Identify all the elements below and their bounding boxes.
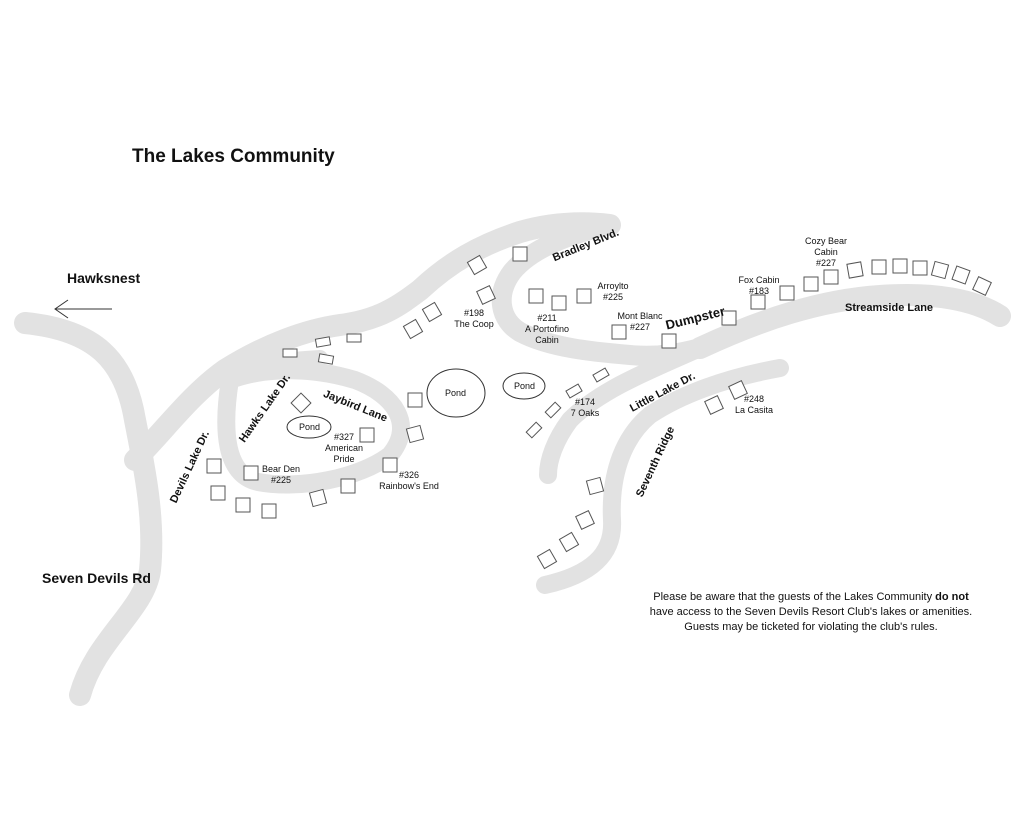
cabin-rainbows-end: #326 Rainbow's End (376, 470, 442, 492)
cabin-la-casita-number: #248 (743, 394, 765, 404)
pond-right (502, 372, 546, 400)
cabin-a-portofino: #211 A Portofino Cabin (515, 313, 579, 346)
cabin-the-coop-name: The Coop (454, 319, 494, 329)
guest-notice-emphasis: do not (935, 591, 969, 603)
hawksnest-arrowhead (54, 299, 69, 319)
cabin-seven-oaks-name: 7 Oaks (570, 408, 600, 418)
cabin-mont-blanc-name: Mont Blanc (617, 311, 663, 321)
cabin-a-portofino-number: #211 (537, 313, 557, 323)
cabin-a-portofino-name: A Portofino (524, 324, 570, 334)
guest-notice: Please be aware that the guests of the L… (626, 590, 996, 635)
cabin-la-casita: #248 La Casita (730, 394, 778, 416)
cabin-la-casita-name: La Casita (734, 405, 774, 415)
pond-main (426, 368, 486, 418)
jaybird-lane-loop (217, 361, 410, 494)
bradley-blvd-road (491, 215, 710, 366)
devils-lake-drive (124, 212, 621, 471)
little-lake-drive-road (539, 339, 709, 484)
houses (206, 246, 992, 570)
pond-jaybird (286, 415, 332, 439)
pond-right-label: Pond (514, 381, 536, 391)
guest-notice-line-1: Please be aware that the guests of the L… (626, 590, 996, 605)
pond-jaybird-label: Pond (299, 422, 321, 432)
cabin-arroylto-name: Arroylto (597, 281, 629, 291)
cabin-cozy-bear-name: Cozy Bear (804, 236, 848, 246)
cabin-arroylto: Arroylto #225 (590, 281, 636, 303)
cabin-bear-den-name: Bear Den (261, 464, 301, 474)
cabin-fox-cabin-number: #183 (748, 286, 770, 296)
cabin-cozy-bear-name-2: Cabin (814, 247, 838, 257)
cabin-mont-blanc: Mont Blanc #227 (612, 311, 668, 333)
cabin-bear-den-number: #225 (270, 475, 292, 485)
cabin-american-pride-name: American (324, 443, 363, 453)
cabin-rainbows-end-name: Rainbow's End (379, 481, 439, 491)
cabin-the-coop-number: #198 (463, 308, 485, 318)
streamside-lane-road (689, 283, 1011, 359)
cabin-american-pride-number: #327 (333, 432, 355, 442)
cabin-seven-oaks: #174 7 Oaks (565, 397, 605, 419)
guest-notice-line-1-text: Please be aware that the guests of the L… (653, 591, 933, 603)
cabin-the-coop: #198 The Coop (449, 308, 499, 330)
hawksnest-label: Hawksnest (67, 270, 141, 286)
cabin-rainbows-end-number: #326 (398, 470, 420, 480)
cabin-seven-oaks-number: #174 (574, 397, 596, 407)
seven-devils-rd-label: Seven Devils Rd (42, 570, 151, 586)
cabin-arroylto-number: #225 (602, 292, 624, 302)
cabin-cozy-bear-number: #227 (815, 258, 837, 268)
cabin-bear-den: Bear Den #225 (257, 464, 305, 486)
cabin-fox-cabin-name: Fox Cabin (738, 275, 780, 285)
seven-devils-road (14, 312, 163, 706)
cabin-fox-cabin: Fox Cabin #183 (733, 275, 785, 297)
guest-notice-line-3: Guests may be ticketed for violating the… (684, 621, 938, 633)
seventh-ridge-road (536, 359, 789, 594)
streamside-lane-label: Streamside Lane (845, 302, 934, 314)
pond-main-label: Pond (445, 388, 467, 398)
cabin-american-pride-name-2: Pride (333, 454, 355, 464)
guest-notice-line-2: have access to the Seven Devils Resort C… (649, 606, 973, 618)
map-title: The Lakes Community (132, 146, 335, 167)
cabin-american-pride: #327 American Pride (320, 432, 368, 465)
cabin-cozy-bear: Cozy Bear Cabin #227 (800, 236, 852, 269)
cabin-mont-blanc-number: #227 (629, 322, 651, 332)
cabin-a-portofino-name-2: Cabin (535, 335, 559, 345)
